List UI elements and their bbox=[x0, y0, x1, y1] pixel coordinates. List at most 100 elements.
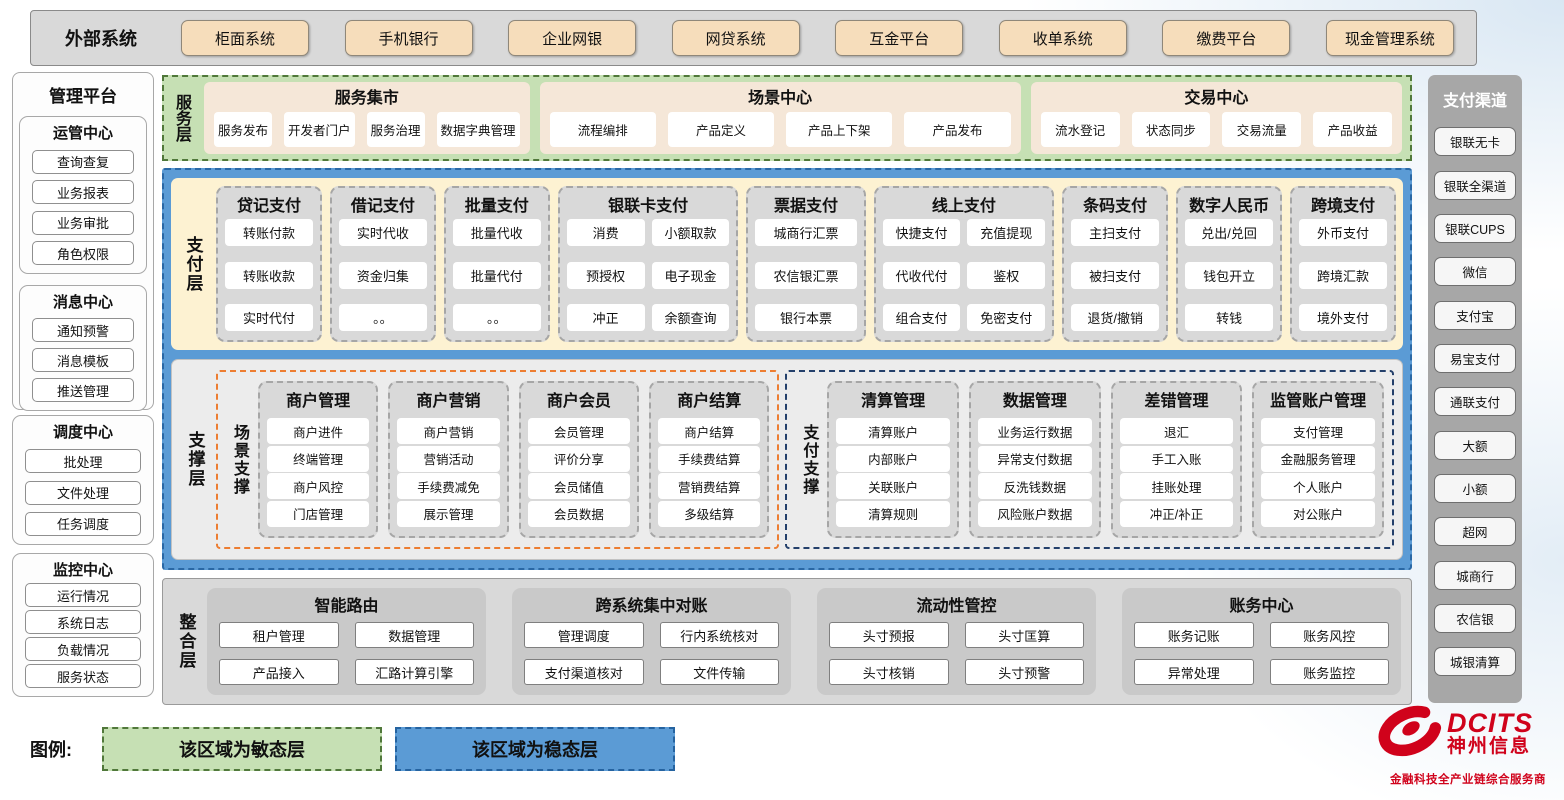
tenant-mgmt[interactable]: 租户管理 bbox=[219, 622, 339, 648]
biz-run-data[interactable]: 业务运行数据 bbox=[978, 418, 1092, 444]
exception-handling[interactable]: 异常处理 bbox=[1134, 659, 1254, 685]
debit-ellipsis[interactable]: 。。 bbox=[338, 304, 427, 331]
external-system-cash-mgmt[interactable]: 现金管理系统 bbox=[1325, 20, 1454, 56]
member-mgmt[interactable]: 会员管理 bbox=[527, 418, 631, 444]
intra-bank-check[interactable]: 行内系统核对 bbox=[659, 622, 779, 648]
scene-flow-orchestration[interactable]: 流程编排 bbox=[549, 112, 656, 147]
merchant-marketing[interactable]: 商户营销 bbox=[397, 418, 500, 444]
accounting-monitor[interactable]: 账务监控 bbox=[1269, 659, 1389, 685]
trade-status-sync[interactable]: 状态同步 bbox=[1131, 112, 1211, 147]
multi-level-settlement[interactable]: 多级结算 bbox=[658, 500, 761, 527]
channel-wechat[interactable]: 微信 bbox=[1434, 257, 1516, 287]
pre-auth[interactable]: 预授权 bbox=[566, 261, 645, 289]
position-estimate[interactable]: 头寸匡算 bbox=[964, 622, 1084, 648]
terminal-mgmt[interactable]: 终端管理 bbox=[267, 445, 370, 472]
external-system-corp-ebank[interactable]: 企业网银 bbox=[508, 20, 637, 56]
member-stored-value[interactable]: 会员储值 bbox=[527, 473, 631, 500]
fee-settlement[interactable]: 手续费结算 bbox=[658, 445, 761, 472]
topup-withdraw[interactable]: 充值提现 bbox=[967, 219, 1046, 246]
mon-item-load[interactable]: 负载情况 bbox=[25, 637, 141, 661]
overseas-pay[interactable]: 境外支付 bbox=[1299, 304, 1387, 331]
merchant-settlement[interactable]: 商户结算 bbox=[658, 418, 761, 444]
foreign-currency-pay[interactable]: 外币支付 bbox=[1299, 219, 1387, 246]
position-alert[interactable]: 头寸预警 bbox=[964, 659, 1084, 685]
pwd-free-pay[interactable]: 免密支付 bbox=[967, 304, 1046, 331]
wallet-open[interactable]: 钱包开立 bbox=[1185, 261, 1274, 289]
financial-service-mgmt[interactable]: 金融服务管理 bbox=[1261, 445, 1375, 472]
city-bank-draft[interactable]: 城商行汇票 bbox=[755, 219, 857, 246]
file-transfer[interactable]: 文件传输 bbox=[659, 659, 779, 685]
msg-item-push[interactable]: 推送管理 bbox=[32, 378, 134, 402]
member-data[interactable]: 会员数据 bbox=[527, 500, 631, 527]
svc-data-dict[interactable]: 数据字典管理 bbox=[436, 112, 520, 147]
refund-remit[interactable]: 退汇 bbox=[1119, 418, 1234, 444]
merchant-risk[interactable]: 商户风控 bbox=[267, 473, 370, 500]
msg-item-template[interactable]: 消息模板 bbox=[32, 348, 134, 372]
channel-check[interactable]: 支付渠道核对 bbox=[524, 659, 644, 685]
channel-rural-credit[interactable]: 农信银 bbox=[1434, 604, 1516, 634]
internal-account[interactable]: 内部账户 bbox=[836, 445, 951, 472]
combo-pay[interactable]: 组合支付 bbox=[882, 304, 961, 331]
authentication[interactable]: 鉴权 bbox=[967, 261, 1046, 289]
sched-item-task[interactable]: 任务调度 bbox=[25, 511, 141, 536]
marketing-fee-settlement[interactable]: 营销费结算 bbox=[658, 473, 761, 500]
suspense-handling[interactable]: 挂账处理 bbox=[1119, 473, 1234, 500]
position-writeoff[interactable]: 头寸核销 bbox=[829, 659, 949, 685]
fund-pooling[interactable]: 资金归集 bbox=[338, 261, 427, 289]
svc-dev-portal[interactable]: 开发者门户 bbox=[284, 112, 355, 147]
channel-beps[interactable]: 小额 bbox=[1434, 474, 1516, 504]
routing-data-mgmt[interactable]: 数据管理 bbox=[354, 622, 474, 648]
external-system-mobile-bank[interactable]: 手机银行 bbox=[344, 20, 473, 56]
external-system-fintech[interactable]: 互金平台 bbox=[835, 20, 964, 56]
channel-unionpay-cardless[interactable]: 银联无卡 bbox=[1434, 127, 1516, 157]
cashier-check[interactable]: 银行本票 bbox=[755, 304, 857, 331]
external-system-online-loan[interactable]: 网贷系统 bbox=[671, 20, 800, 56]
scene-product-publish[interactable]: 产品发布 bbox=[904, 112, 1011, 147]
sched-item-batch[interactable]: 批处理 bbox=[25, 449, 141, 474]
channel-ibps[interactable]: 超网 bbox=[1434, 517, 1516, 547]
reversal-correction[interactable]: 冲正/补正 bbox=[1119, 500, 1234, 527]
e-cash[interactable]: 电子现金 bbox=[651, 261, 730, 289]
channel-unionpay-omni[interactable]: 银联全渠道 bbox=[1434, 170, 1516, 200]
mon-item-syslog[interactable]: 系统日志 bbox=[25, 610, 141, 634]
msg-item-alert[interactable]: 通知预警 bbox=[32, 318, 134, 342]
clearing-rules[interactable]: 清算规则 bbox=[836, 500, 951, 527]
realtime-payout[interactable]: 实时代付 bbox=[225, 304, 313, 331]
corporate-account[interactable]: 对公账户 bbox=[1261, 500, 1375, 527]
clearing-account[interactable]: 清算账户 bbox=[836, 418, 951, 444]
mgmt-scheduling[interactable]: 管理调度 bbox=[524, 622, 644, 648]
ops-item-approval[interactable]: 业务审批 bbox=[32, 210, 134, 235]
batch-payout[interactable]: 批量代付 bbox=[452, 261, 541, 289]
batch-ellipsis[interactable]: 。。 bbox=[452, 304, 541, 331]
trade-product-revenue[interactable]: 产品收益 bbox=[1313, 112, 1392, 147]
bookkeeping[interactable]: 账务记账 bbox=[1134, 622, 1254, 648]
linked-account[interactable]: 关联账户 bbox=[836, 473, 951, 500]
aml-data[interactable]: 反洗钱数据 bbox=[978, 473, 1092, 500]
ops-item-roles[interactable]: 角色权限 bbox=[32, 241, 134, 265]
external-system-counter[interactable]: 柜面系统 bbox=[181, 20, 309, 56]
personal-account[interactable]: 个人账户 bbox=[1261, 473, 1375, 500]
payment-mgmt[interactable]: 支付管理 bbox=[1261, 418, 1375, 444]
svc-governance[interactable]: 服务治理 bbox=[366, 112, 425, 147]
channel-city-clearing[interactable]: 城银清算 bbox=[1434, 647, 1516, 677]
rural-bank-draft[interactable]: 农信银汇票 bbox=[755, 261, 857, 289]
store-mgmt[interactable]: 门店管理 bbox=[267, 500, 370, 527]
ops-item-query[interactable]: 查询查复 bbox=[32, 149, 134, 174]
collect-payout[interactable]: 代收代付 bbox=[882, 261, 961, 289]
mon-item-runtime[interactable]: 运行情况 bbox=[25, 583, 141, 607]
transfer-money[interactable]: 转钱 bbox=[1185, 304, 1274, 331]
consume[interactable]: 消费 bbox=[566, 219, 645, 246]
scene-product-define[interactable]: 产品定义 bbox=[667, 112, 775, 147]
accounting-risk[interactable]: 账务风控 bbox=[1269, 622, 1389, 648]
channel-alipay[interactable]: 支付宝 bbox=[1434, 300, 1516, 330]
transfer-pay[interactable]: 转账付款 bbox=[225, 219, 313, 246]
trade-flow-register[interactable]: 流水登记 bbox=[1040, 112, 1120, 147]
manual-entry[interactable]: 手工入账 bbox=[1119, 445, 1234, 472]
review-share[interactable]: 评价分享 bbox=[527, 445, 631, 472]
quick-pay[interactable]: 快捷支付 bbox=[882, 219, 961, 246]
ops-item-report[interactable]: 业务报表 bbox=[32, 180, 134, 204]
merchant-onboard[interactable]: 商户进件 bbox=[267, 418, 370, 444]
scan-pay[interactable]: 主扫支付 bbox=[1071, 219, 1160, 246]
svc-publish[interactable]: 服务发布 bbox=[214, 112, 273, 147]
trade-volume[interactable]: 交易流量 bbox=[1222, 112, 1302, 147]
